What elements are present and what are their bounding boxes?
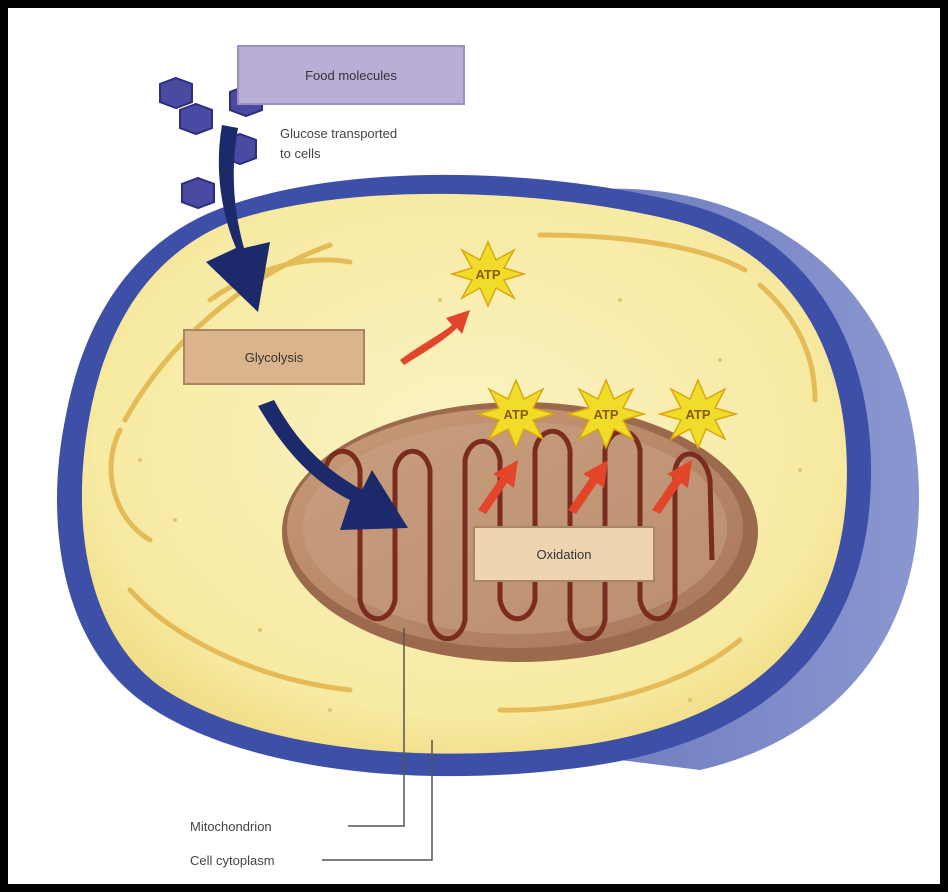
food-molecules-box: Food molecules [238, 46, 464, 104]
atp-label: ATP [475, 267, 500, 282]
glycolysis-box: Glycolysis [184, 330, 364, 384]
callout-mitochondrion: Mitochondrion [190, 819, 272, 834]
glucose-note-line1: Glucose transported [280, 126, 397, 141]
callout-cytoplasm: Cell cytoplasm [190, 853, 275, 868]
food-molecules-label: Food molecules [305, 68, 397, 83]
glycolysis-label: Glycolysis [245, 350, 304, 365]
oxidation-box: Oxidation [474, 527, 654, 581]
atp-burst-oxidation-2: ATP [568, 380, 644, 448]
atp-label: ATP [503, 407, 528, 422]
atp-burst-oxidation-1: ATP [478, 380, 554, 448]
atp-label: ATP [593, 407, 618, 422]
oxidation-label: Oxidation [537, 547, 592, 562]
glucose-note-line2: to cells [280, 146, 321, 161]
atp-label: ATP [685, 407, 710, 422]
atp-burst-glycolysis: ATP [452, 242, 524, 306]
atp-burst-oxidation-3: ATP [660, 380, 736, 448]
